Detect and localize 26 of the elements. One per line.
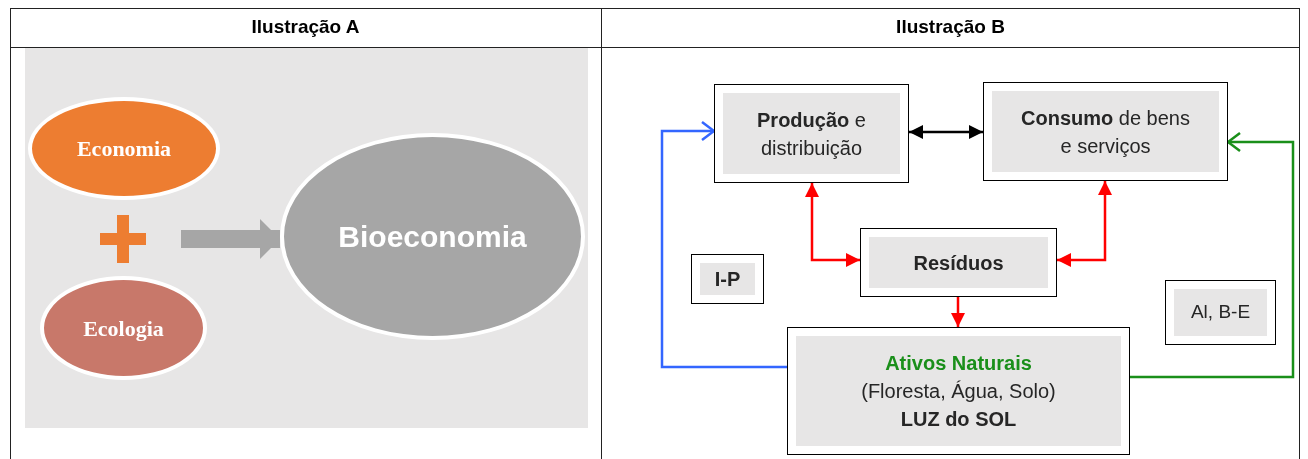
arrow <box>1130 131 1295 379</box>
arrow <box>805 183 860 267</box>
process-box <box>787 327 1130 455</box>
block-arrow <box>181 219 280 259</box>
node-label: Resíduos <box>913 250 1004 276</box>
node-label: I-P <box>714 267 741 292</box>
node-label: Ecologia <box>83 314 164 343</box>
process-box <box>860 228 1057 297</box>
node-label: Economia <box>76 135 172 163</box>
node-label: Produção e distribuição <box>756 107 867 161</box>
column-header: Ilustração A <box>251 15 360 40</box>
arrow <box>909 125 983 139</box>
column-header: Ilustração B <box>896 15 1005 40</box>
arrow <box>660 120 787 369</box>
node-label: (Floresta, Água, Solo) <box>861 379 1056 404</box>
arrow <box>1057 181 1112 267</box>
process-box <box>691 254 764 304</box>
process-box <box>983 82 1228 181</box>
node-label: Al, B-E <box>1190 300 1251 325</box>
arrow <box>951 297 965 327</box>
node-label: LUZ do SOL <box>900 407 1017 432</box>
process-box <box>714 84 909 183</box>
node-label: Bioeconomia <box>338 219 527 255</box>
process-box <box>1165 280 1276 345</box>
node-label: Consumo de bens e serviços <box>1020 105 1191 159</box>
node-label: Ativos Naturais <box>885 351 1032 376</box>
